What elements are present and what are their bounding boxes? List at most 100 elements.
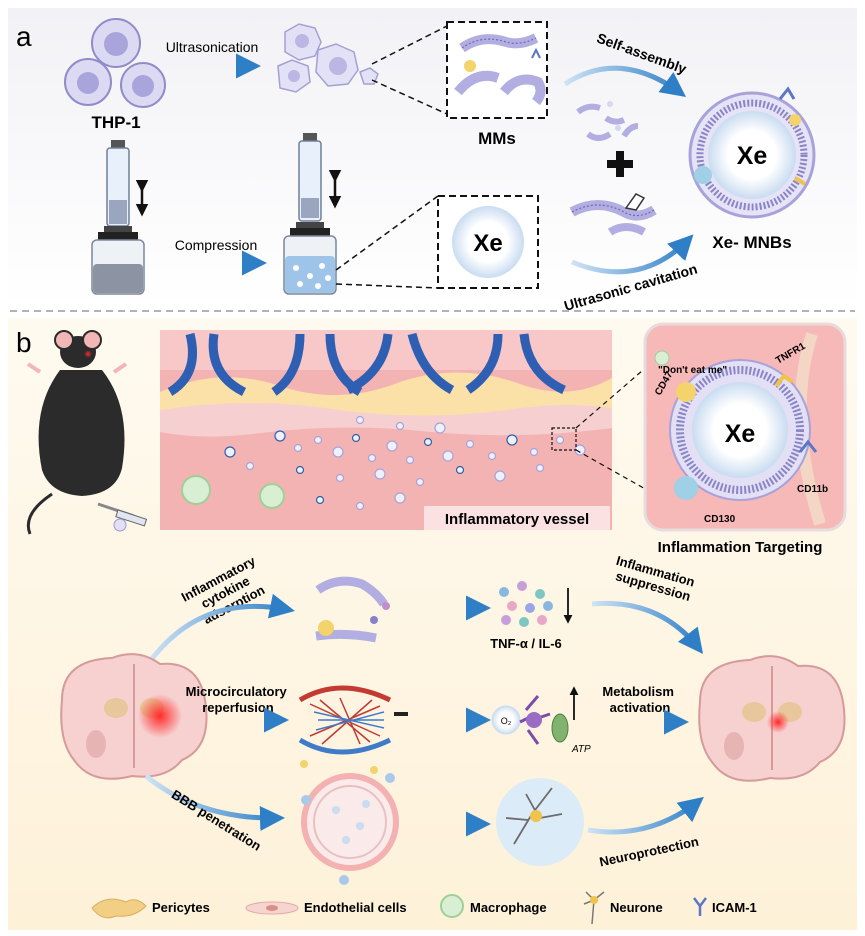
thp1-label: THP-1 [91, 113, 140, 132]
nanobubble-dot [386, 440, 398, 452]
cd11b-label: CD11b [797, 484, 828, 495]
cytokine-dot [499, 587, 509, 597]
membrane-fragments-icon [454, 33, 546, 106]
nanobubble-dot [529, 447, 539, 457]
cytokine-dot [543, 601, 553, 611]
nanobubble-dot [335, 473, 345, 483]
bbb-arrow [144, 774, 285, 831]
nanobubble-dot [535, 463, 545, 473]
cytokine-dot [507, 601, 517, 611]
inflammatory-vessel-panel [160, 330, 612, 530]
syringe-vial-icon [91, 140, 149, 295]
self-assembly-arrow [563, 65, 687, 97]
nanobubble-dot [355, 501, 365, 511]
nanobubble-dot [274, 430, 286, 442]
zoom-line [371, 79, 448, 115]
nanobubble-dot [465, 439, 475, 449]
nanobubble-dot [487, 451, 497, 461]
cytokine-dot [537, 615, 547, 625]
nanobubble-dot [423, 437, 433, 447]
cytokine-dot [525, 603, 535, 613]
legend-macrophage: Macrophage [470, 900, 547, 915]
nanobubble-dot [293, 443, 303, 453]
nanobubble-dot [415, 477, 425, 487]
oxygen-label: O₂ [501, 716, 512, 726]
cytokine-dot [501, 615, 511, 625]
nanobubble-dot [351, 433, 361, 443]
thp1-cells-icon [64, 18, 166, 108]
nanobubble-dot [332, 446, 344, 458]
protected-neurone-icon [496, 778, 584, 866]
microcirculatory-label: Microcirculatory reperfusion [186, 684, 291, 715]
xe-mnb-core-label: Xe [737, 142, 768, 170]
recovered-brain-icon [698, 655, 846, 782]
neuroprotection-arrow [587, 796, 704, 835]
xe-bubble-label: Xe [473, 230, 502, 257]
fragments-assembling-icon [576, 101, 639, 141]
legend-neurone: Neurone [610, 900, 663, 915]
inflamed-brain-icon [60, 653, 208, 780]
capillary-network-icon [298, 685, 408, 774]
lysed-cells-icon [277, 23, 379, 93]
nanobubble-dot [295, 465, 305, 475]
microglia-mitochondria-icon [519, 695, 569, 745]
membrane-adsorption-icon [315, 576, 390, 643]
inflammatory-vessel-label: Inflammatory vessel [445, 511, 589, 528]
legend: Pericytes Endothelial cells Macrophage N… [91, 891, 757, 925]
cytokine-dot [519, 617, 529, 627]
cytokine-dot [517, 581, 527, 591]
legend-endothelial: Endothelial cells [304, 900, 407, 915]
nanobubble-dot [245, 461, 255, 471]
zoom-line [575, 363, 651, 429]
inflammation-targeting-label: Inflammation Targeting [658, 539, 823, 556]
nanobubble-dot [374, 468, 386, 480]
nanobubble-dot [405, 455, 415, 465]
nanobubble-dot [506, 434, 518, 446]
macrophage-legend-icon [440, 894, 464, 918]
compressed-vial-icon [283, 133, 342, 295]
metabolism-label: Metabolism activation [602, 684, 677, 715]
ultrasonication-label: Ultrasonication [166, 39, 259, 55]
zoom-line [335, 283, 439, 289]
nanobubble-dot [313, 435, 323, 445]
nanobubble-dot [394, 492, 406, 504]
blood-brain-barrier-icon [301, 773, 399, 885]
xe-bubble-icon [452, 206, 524, 278]
zoom-line [371, 25, 448, 65]
compression-label: Compression [175, 237, 257, 253]
nanobubble-dot [367, 453, 377, 463]
zoom-line [335, 195, 439, 271]
panel-a-label: a [16, 21, 32, 52]
vessel-label-backdrop [424, 506, 610, 530]
mouse-icon [26, 330, 148, 535]
membrane-cavitation-icon [569, 193, 657, 236]
vessel-zoom-box [551, 427, 577, 451]
pericyte-legend-icon [91, 898, 147, 919]
plus-icon [607, 151, 633, 177]
neurone-legend-icon [583, 891, 605, 925]
cytokine-adsorption-arrow [145, 593, 295, 666]
legend-icam: ICAM-1 [712, 900, 757, 915]
nanobubble-dot [315, 495, 325, 505]
nanobubbles-in-vessel [224, 415, 586, 511]
legend-pericytes: Pericytes [152, 900, 210, 915]
cd130-label: CD130 [704, 514, 736, 525]
xe-particle-label: Xe [725, 420, 756, 448]
panel-b-label: b [16, 327, 32, 358]
nanobubble-dot [434, 422, 446, 434]
cytokine-dots-icon [499, 581, 553, 627]
nanobubble-dot [494, 470, 506, 482]
xe-mnbs-label: Xe- MNBs [712, 233, 791, 252]
inflammation-targeting-panel [643, 322, 847, 532]
nanobubble-dot [442, 450, 454, 462]
nanobubble-dot [395, 421, 405, 431]
nanobubble-dot [555, 435, 565, 445]
tnf-il6-label: TNF-α / IL-6 [490, 636, 562, 651]
cytokine-dot [535, 589, 545, 599]
dont-eat-me-label: "Don't eat me" [658, 365, 727, 376]
xe-mnb-icon [688, 86, 816, 219]
oxygen-bubble-icon [491, 705, 521, 735]
nanobubble-dot [455, 465, 465, 475]
icam-legend-icon [693, 897, 707, 916]
